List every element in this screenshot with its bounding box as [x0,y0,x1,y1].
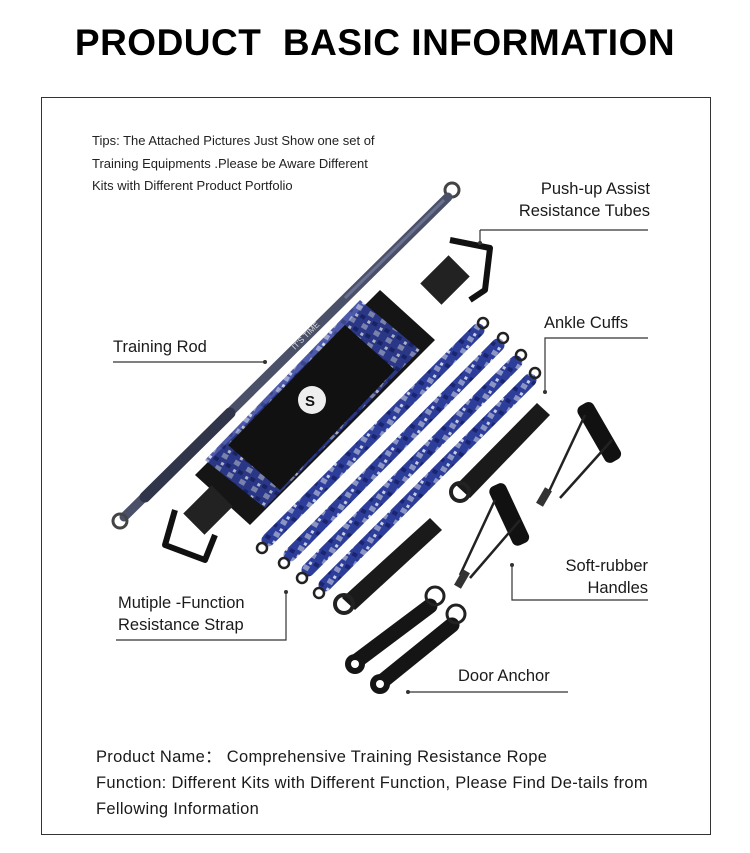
label-strap-line1: Mutiple -Function [118,594,245,612]
label-door-anchor: Door Anchor [458,667,550,685]
resistance-strap-icon: S [162,237,493,563]
label-push-up-line2: Resistance Tubes [518,202,650,220]
ankle-cuff-icon [333,403,550,615]
label-soft-rubber-line1: Soft-rubber [565,557,648,575]
function-text: Function: Different Kits with Different … [96,774,648,818]
label-training-rod: Training Rod [113,338,207,356]
label-resistance-strap: Mutiple -Function Resistance Strap [118,592,245,636]
product-description: Product Name： Comprehensive Training Res… [96,744,696,822]
label-strap-line2: Resistance Strap [118,616,244,634]
svg-text:S: S [305,393,315,410]
leader-lines [113,229,648,694]
door-anchor-icon [345,585,467,694]
label-push-up-assist: Push-up Assist Resistance Tubes [470,178,650,222]
product-name-text: Product Name： Comprehensive Training Res… [96,748,548,766]
info-frame [41,97,711,835]
label-push-up-line1: Push-up Assist [540,180,650,198]
resistance-tube-icon [255,316,542,600]
label-soft-rubber-handles: Soft-rubber Handles [500,555,648,599]
tips-text: Tips: The Attached Pictures Just Show on… [92,133,375,193]
handle-icon [454,401,622,589]
label-ankle-cuffs: Ankle Cuffs [544,314,629,332]
label-soft-rubber-line2: Handles [587,579,648,597]
page-title: PRODUCT BASIC INFORMATION [74,22,676,63]
